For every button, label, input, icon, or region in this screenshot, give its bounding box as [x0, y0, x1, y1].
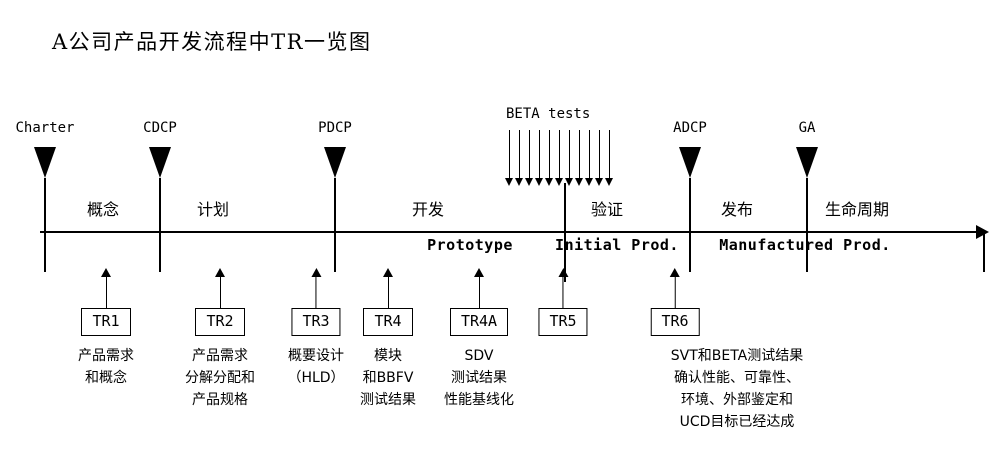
milestone-adcp: ADCP: [640, 120, 740, 272]
diagram-title: A公司产品开发流程中TR一览图: [52, 30, 372, 54]
tr-description-line: UCD目标已经达成: [679, 414, 795, 430]
tr-box: TR4A: [449, 308, 509, 336]
tr-item-tr6: TR6 SVT和BETA测试结果 确认性能、可靠性、 环境、外部鉴定和 UCD目…: [609, 268, 803, 433]
tr-item-tr1: TR1 产品需求 和概念: [78, 268, 134, 389]
tr-description-line: 产品需求: [78, 348, 134, 364]
tr-item-tr4a: TR4A SDV 测试结果 性能基线化: [444, 268, 514, 411]
tr-description-line: 概要设计: [287, 348, 344, 364]
tr-description: 模块 和BBFV 测试结果: [360, 345, 416, 411]
tr-description-line: SDV: [464, 348, 494, 364]
milestone-label: PDCP: [318, 120, 352, 136]
tr-description: SDV 测试结果 性能基线化: [444, 345, 514, 411]
timeline-end-tick: [983, 232, 985, 272]
beta-test-arrow-icon: [595, 130, 603, 186]
milestone-label: ADCP: [673, 120, 707, 136]
tr-item-tr4: TR4 模块 和BBFV 测试结果: [360, 268, 416, 411]
milestone-marker-icon: [679, 147, 701, 178]
milestone-pdcp: PDCP: [285, 120, 385, 272]
tr-description-line: （HLD）: [287, 370, 345, 386]
phase-label-develop: 开发: [411, 200, 445, 219]
tr-box: TR5: [538, 308, 588, 336]
tr-description-line: 测试结果: [451, 370, 507, 386]
phase-label-release: 发布: [720, 200, 754, 219]
up-arrow-icon: [558, 268, 568, 308]
milestone-label: Charter: [15, 120, 75, 136]
milestone-line: [44, 178, 46, 272]
tr-box: TR6: [650, 308, 700, 336]
timeline-axis: [40, 231, 980, 233]
tr-description: 产品需求 分解分配和 产品规格: [185, 345, 255, 411]
tr-description-line: 模块: [374, 348, 402, 364]
tr-box: TR4: [363, 308, 413, 336]
milestone-line: [334, 178, 336, 272]
tr-item-tr5: TR5: [538, 268, 588, 336]
tr-box: TR2: [195, 308, 245, 336]
timeline-arrowhead-icon: [976, 225, 989, 239]
tr-description-line: 测试结果: [360, 392, 416, 408]
tr-description-line: 产品需求: [192, 348, 248, 364]
tr-description-line: 和概念: [85, 370, 127, 386]
tr-description-line: 性能基线化: [444, 392, 514, 408]
beta-test-arrow-icon: [515, 130, 523, 186]
beta-test-arrow-icon: [535, 130, 543, 186]
milestone-marker-icon: [324, 147, 346, 178]
tr-box: TR3: [291, 308, 341, 336]
milestone-line: [806, 178, 808, 272]
beta-arrows: [504, 130, 614, 186]
up-arrow-icon: [215, 268, 225, 308]
tr-description-line: 环境、外部鉴定和: [680, 392, 793, 408]
phase-label-lifecycle: 生命周期: [824, 200, 890, 219]
tr-box: TR1: [81, 308, 131, 336]
stage-label-manufactured-prod: Manufactured Prod.: [719, 236, 891, 254]
tr-description-line: 产品规格: [192, 392, 248, 408]
tr-description: 概要设计 （HLD）: [287, 345, 344, 389]
stage-label-prototype: Prototype: [427, 236, 513, 254]
milestone-label: CDCP: [143, 120, 177, 136]
up-arrow-icon: [310, 268, 321, 308]
beta-test-arrow-icon: [605, 130, 613, 186]
tr-item-tr3: TR3 概要设计 （HLD）: [287, 268, 345, 389]
beta-test-arrow-icon: [585, 130, 593, 186]
tr-description-line: 确认性能、可靠性、: [673, 370, 800, 386]
tr-item-tr2: TR2 产品需求 分解分配和 产品规格: [185, 268, 255, 411]
milestone-label: GA: [798, 120, 816, 136]
milestone-cdcp: CDCP: [110, 120, 210, 272]
tr-description: 产品需求 和概念: [78, 345, 134, 389]
milestone-line: [689, 178, 691, 272]
beta-tests-label: BETA tests: [506, 106, 591, 122]
tr-description-line: SVT和BETA测试结果: [670, 348, 804, 364]
phase-divider-line: [564, 183, 566, 282]
tr-description-line: 分解分配和: [185, 370, 255, 386]
milestone-marker-icon: [796, 147, 818, 178]
beta-test-arrow-icon: [565, 130, 573, 186]
milestone-ga: GA: [757, 120, 857, 272]
tr-description-line: 和BBFV: [362, 370, 414, 386]
up-arrow-icon: [383, 268, 393, 308]
beta-test-arrow-icon: [525, 130, 533, 186]
stage-label-initial-prod: Initial Prod.: [555, 236, 679, 254]
milestone-marker-icon: [149, 147, 171, 178]
milestone-marker-icon: [34, 147, 56, 178]
beta-test-arrow-icon: [575, 130, 583, 186]
phase-label-concept: 概念: [86, 200, 120, 219]
phase-label-verify: 验证: [590, 200, 624, 219]
phase-label-plan: 计划: [196, 200, 230, 219]
milestone-charter: Charter: [0, 120, 95, 272]
milestone-line: [159, 178, 161, 272]
up-arrow-icon: [474, 268, 484, 308]
up-arrow-icon: [101, 268, 111, 308]
tr-description: SVT和BETA测试结果 确认性能、可靠性、 环境、外部鉴定和 UCD目标已经达…: [671, 345, 804, 433]
beta-test-arrow-icon: [555, 130, 563, 186]
beta-test-arrow-icon: [545, 130, 553, 186]
up-arrow-icon: [669, 268, 680, 308]
beta-test-arrow-icon: [505, 130, 513, 186]
